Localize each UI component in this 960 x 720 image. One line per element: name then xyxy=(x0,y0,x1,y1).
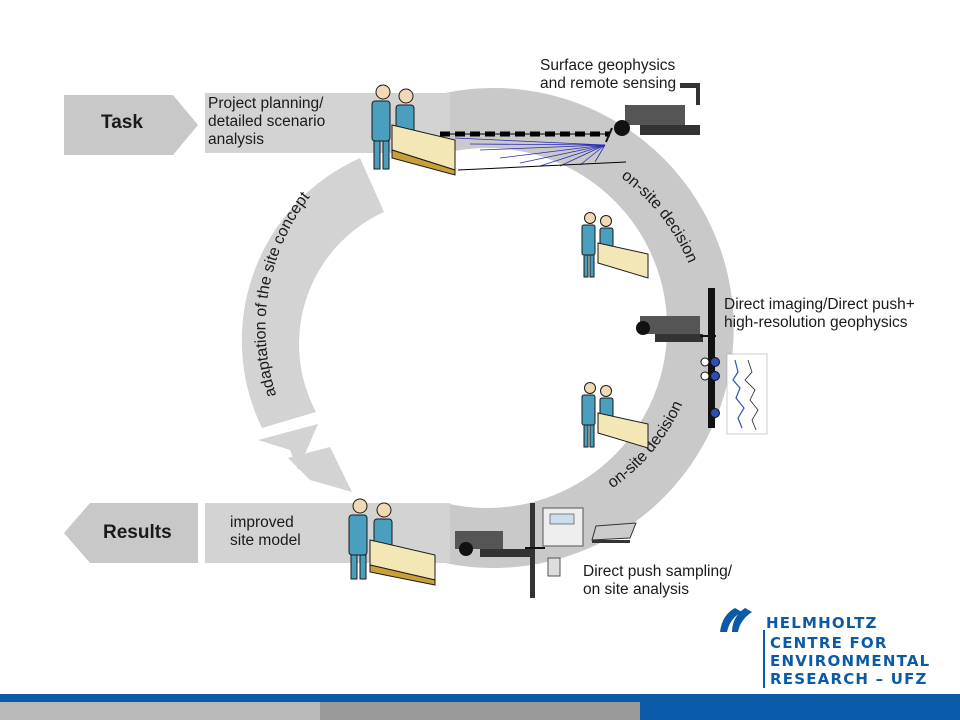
logo-line-3: ENVIRONMENTAL xyxy=(770,652,931,670)
task-label: Task xyxy=(101,112,143,133)
results-label: Results xyxy=(103,522,172,543)
logo-line-4: RESEARCH – UFZ xyxy=(770,670,928,688)
footer-blue-block xyxy=(640,694,960,720)
results-people-icon xyxy=(348,498,436,586)
adaptation-arrow xyxy=(241,158,384,492)
surface-geophysics-text: Surface geophysics and remote sensing xyxy=(540,57,677,92)
decision-people-icon-2 xyxy=(581,382,649,449)
results-arrow xyxy=(64,503,198,563)
sampling-illustration xyxy=(455,503,637,598)
footer-blue-stripe xyxy=(0,694,640,702)
decision-people-icon-1 xyxy=(581,212,649,279)
footer-dark-gray xyxy=(320,702,640,720)
results-description: improved site model xyxy=(230,514,301,549)
helmholtz-logo-mark xyxy=(720,608,765,688)
logo-line-2: CENTRE FOR xyxy=(770,634,888,652)
footer-bar xyxy=(0,694,960,720)
cycle-ring xyxy=(445,88,734,568)
direct-push-rig xyxy=(636,288,768,435)
task-arrow xyxy=(64,95,198,155)
task-description: Project planning/ detailed scenario anal… xyxy=(208,95,326,148)
surface-geophysics-illustration xyxy=(440,83,700,171)
direct-imaging-text: Direct imaging/Direct push+ high-resolut… xyxy=(724,296,915,331)
planning-people-icon xyxy=(371,84,456,176)
logo-line-1: HELMHOLTZ xyxy=(766,614,878,632)
sampling-text: Direct push sampling/ on site analysis xyxy=(583,563,733,598)
footer-light-gray xyxy=(0,702,320,720)
